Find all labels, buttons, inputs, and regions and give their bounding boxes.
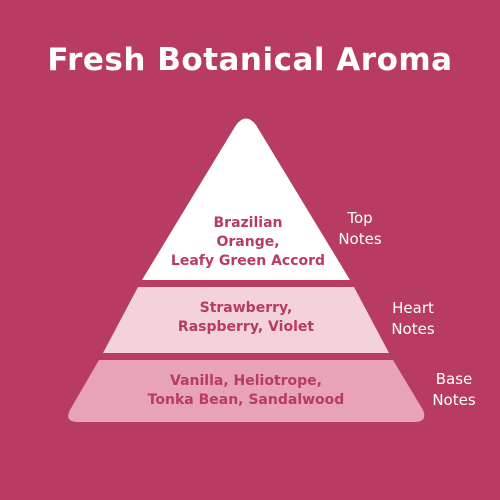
heart-tier-shape	[103, 287, 389, 353]
base-label-line: Base	[435, 370, 473, 388]
top-tier-shape	[142, 118, 350, 280]
base-tier-shape	[68, 360, 425, 422]
top-label-line: Top	[347, 209, 373, 227]
heart-notes-line: Strawberry,	[199, 300, 293, 316]
top-notes-line: Brazilian	[213, 215, 283, 231]
base-notes-label: Base Notes	[422, 369, 486, 411]
heart-label-line: Heart	[392, 299, 434, 317]
top-notes-text: Brazilian Orange, Leafy Green Accord	[150, 214, 346, 271]
top-label-line: Notes	[338, 230, 382, 248]
base-notes-text: Vanilla, Heliotrope, Tonka Bean, Sandalw…	[100, 372, 392, 410]
heart-notes-line: Raspberry, Violet	[177, 319, 315, 335]
heart-notes-text: Strawberry, Raspberry, Violet	[140, 299, 352, 337]
base-notes-line: Vanilla, Heliotrope,	[170, 373, 322, 389]
heart-label-line: Notes	[391, 320, 435, 338]
heart-notes-label: Heart Notes	[380, 298, 446, 340]
page-title: Fresh Botanical Aroma	[47, 42, 453, 78]
top-notes-line: Orange,	[216, 234, 280, 250]
top-notes-label: Top Notes	[328, 208, 392, 250]
top-notes-line: Leafy Green Accord	[170, 253, 326, 269]
base-label-line: Notes	[432, 391, 476, 409]
base-notes-line: Tonka Bean, Sandalwood	[147, 392, 345, 408]
